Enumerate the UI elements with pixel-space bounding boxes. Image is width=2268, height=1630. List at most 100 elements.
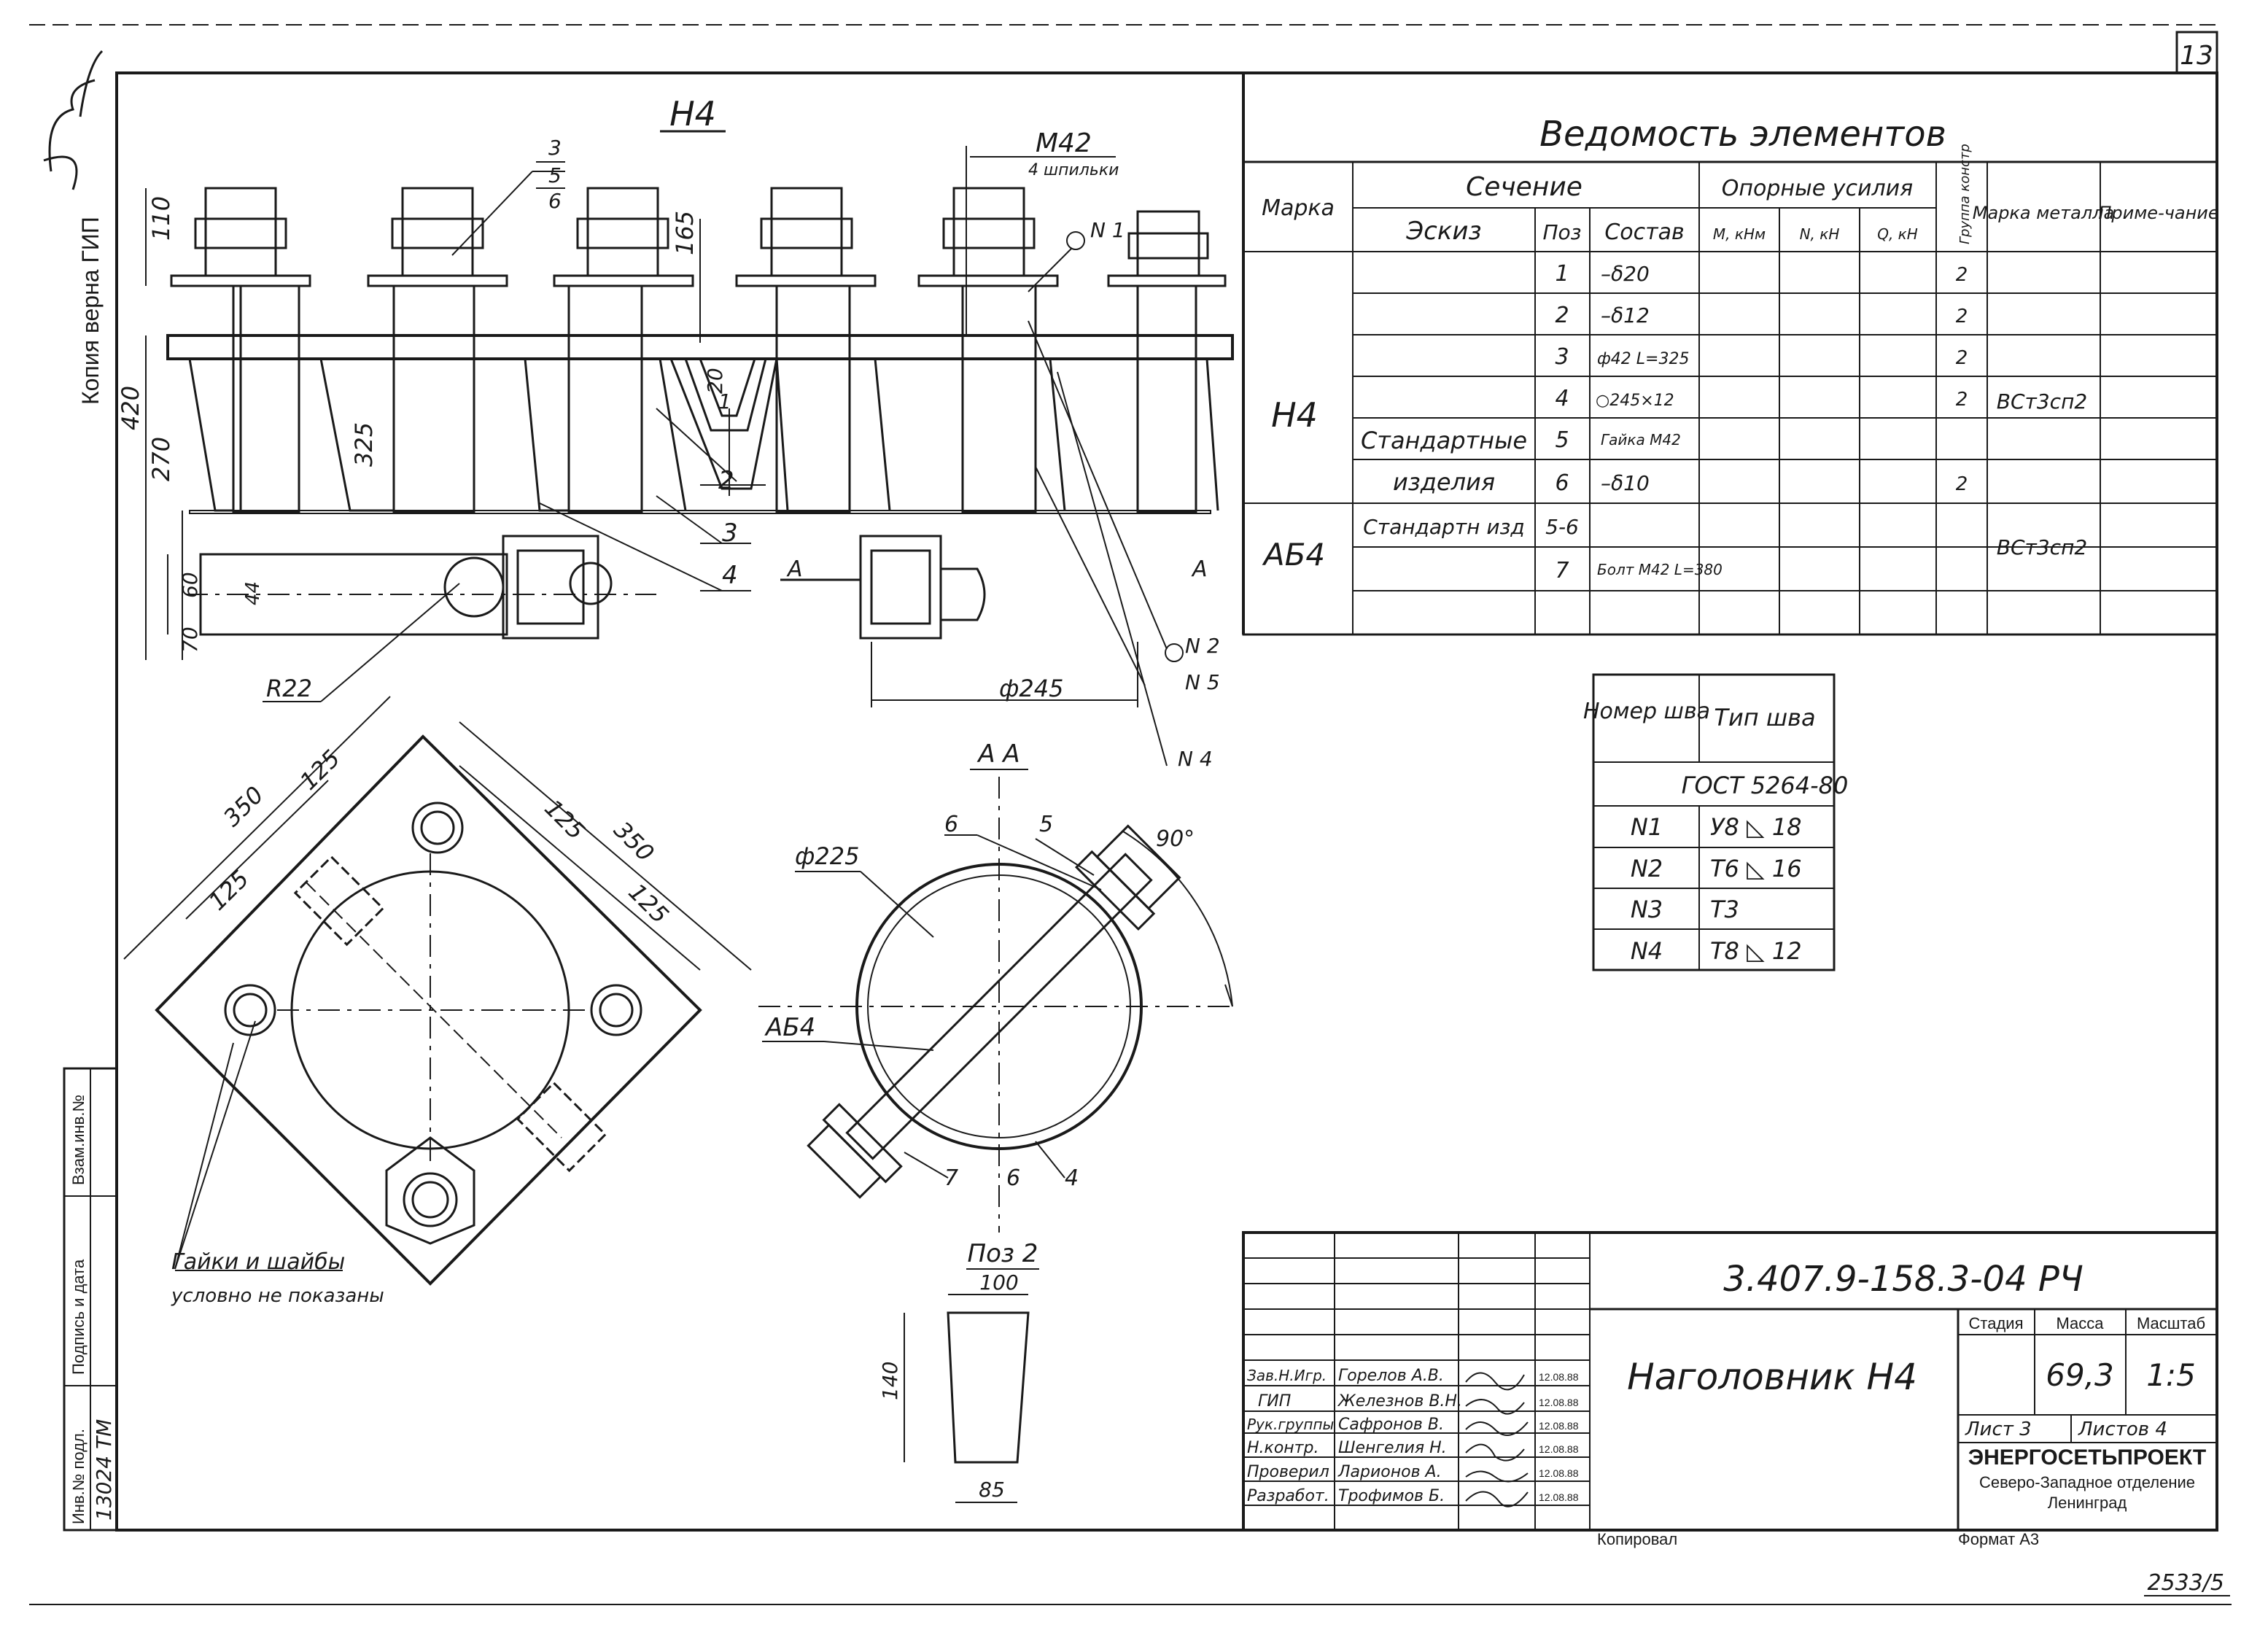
plan-dim-125-a: 125 xyxy=(295,745,346,796)
weld-mark-n5: N 5 xyxy=(1185,670,1220,694)
plan-dim-350-right: 350 xyxy=(608,816,659,867)
table-row: 1 –δ20 2 xyxy=(1555,261,1968,287)
cell-comp: Гайка М42 xyxy=(1601,431,1681,449)
drawing-name: Наголовник Н4 xyxy=(1627,1356,1917,1398)
signer-name: Железнов В.Н. xyxy=(1337,1392,1462,1410)
cell-pos: 6 xyxy=(1555,470,1569,496)
cell-group: 2 xyxy=(1956,306,1968,327)
signer-role: ГИП xyxy=(1258,1392,1291,1410)
radius-r22: R22 xyxy=(266,675,312,702)
scale-value: 1:5 xyxy=(2146,1357,2196,1393)
signer-row: Зав.Н.Игр. Горелов А.В. 12.08.88 xyxy=(1247,1367,1579,1385)
signer-date: 12.08.88 xyxy=(1539,1420,1579,1432)
callout-2: 2 xyxy=(718,466,734,495)
dim-20: 20 xyxy=(703,368,727,394)
callout-6-top: 6 xyxy=(548,189,562,213)
signer-date: 12.08.88 xyxy=(1539,1371,1579,1383)
cell-group: 2 xyxy=(1956,389,1968,411)
copy-note: Копия верна ГИП xyxy=(77,217,104,405)
inv-number: 13024 ТМ xyxy=(92,1419,116,1521)
frame: 13 2533/5 Копия верна ГИП xyxy=(29,24,2232,1605)
signer-role: Зав.Н.Игр. xyxy=(1247,1367,1327,1384)
copied-label: Копировал xyxy=(1597,1530,1677,1548)
callout-4: 4 xyxy=(722,561,738,590)
callout-3-top: 3 xyxy=(548,136,562,160)
signer-row: Рук.группы Сафронов В. 12.08.88 xyxy=(1247,1416,1579,1434)
callout-1: 1 xyxy=(718,389,731,414)
weld-table: Номер шва Тип шва ГОСТ 5264-80 N1 У8 ◺ 1… xyxy=(1583,673,1849,971)
section-mark-right: А xyxy=(1191,556,1208,582)
dim-270: 270 xyxy=(147,437,175,481)
th-sketch: Эскиз xyxy=(1405,217,1481,246)
cell-group: 2 xyxy=(1956,264,1968,286)
cell-group: 2 xyxy=(1956,473,1968,495)
callout-3: 3 xyxy=(722,519,738,548)
section-aa: А А 90° ф225 АБ4 6 5 7 6 4 xyxy=(758,740,1233,1233)
cell-pos: 1 xyxy=(1555,261,1569,287)
signer-name: Ларионов А. xyxy=(1337,1463,1442,1481)
plan-note-line2: условно не показаны xyxy=(171,1285,384,1307)
signer-row: ГИП Железнов В.Н. 12.08.88 xyxy=(1258,1392,1579,1410)
cell-comp: –δ20 xyxy=(1601,262,1650,286)
dim-110: 110 xyxy=(147,196,175,241)
weld-row-num: N1 xyxy=(1631,813,1663,841)
weld-standard: ГОСТ 5264-80 xyxy=(1682,772,1849,799)
th-q: Q, кН xyxy=(1877,225,1918,243)
signer-date: 12.08.88 xyxy=(1539,1443,1579,1455)
table-row: 2 –δ12 2 xyxy=(1555,303,1968,328)
part-title: Поз 2 xyxy=(968,1239,1038,1268)
cell-sketch: изделия xyxy=(1393,468,1495,496)
part-poz2: Поз 2 100 140 85 xyxy=(878,1239,1039,1503)
org-name: ЭНЕРГОСЕТЬПРОЕКТ xyxy=(1968,1445,2206,1470)
cell-mark: Н4 xyxy=(1271,395,1318,435)
dim-70: 70 xyxy=(178,626,202,653)
th-forces: Опорные усилия xyxy=(1722,176,1913,201)
plan-dim-125-c: 125 xyxy=(539,794,590,845)
org-sub2: Ленинград xyxy=(2048,1494,2127,1512)
mass-label: Масса xyxy=(2056,1314,2104,1332)
cell-metal: ВСт3сп2 xyxy=(1997,389,2087,414)
section-callout-6-top: 6 xyxy=(944,812,958,837)
signer-name: Сафронов В. xyxy=(1338,1416,1444,1434)
cell-group: 2 xyxy=(1956,347,1968,369)
weld-mark-n2: N 2 xyxy=(1185,634,1220,658)
table-row: Стандартн изд 5-6 xyxy=(1363,515,1579,539)
cell-comp: ф42 L=325 xyxy=(1597,350,1689,368)
weld-row-type: Т8 ◺ 12 xyxy=(1710,937,1802,965)
signer-date: 12.08.88 xyxy=(1539,1397,1579,1408)
bolt-count: 4 шпильки xyxy=(1028,161,1119,179)
margin-label-sign: Подпись и дата xyxy=(69,1259,88,1375)
dim-44: 44 xyxy=(242,581,264,605)
weld-row-num: N2 xyxy=(1631,855,1663,882)
plan-view: 350 125 125 125 350 125 Гайки и шайбы ус… xyxy=(123,696,752,1307)
table-row: Н4 4 ○245×12 2 ВСт3сп2 xyxy=(1271,386,2087,435)
th-mark: Марка xyxy=(1262,195,1335,221)
org-sub1: Северо-Западное отделение xyxy=(1979,1473,2195,1491)
cell-pos: 4 xyxy=(1555,386,1569,411)
weld-row-type: Т3 xyxy=(1710,896,1739,923)
signer-row: Разработ. Трофимов Б. 12.08.88 xyxy=(1247,1487,1579,1505)
front-view: Н4 xyxy=(117,94,1234,771)
elements-table-title: Ведомость элементов xyxy=(1539,114,1946,155)
signature-mark xyxy=(43,50,104,190)
cell-comp: –δ10 xyxy=(1601,471,1650,495)
cell-pos: 5 xyxy=(1555,427,1569,453)
signer-date: 12.08.88 xyxy=(1539,1491,1579,1503)
page-number: 13 xyxy=(2180,41,2213,71)
cell-pos: 2 xyxy=(1555,303,1569,328)
weld-row-type: Т6 ◺ 16 xyxy=(1710,855,1802,882)
part-dim-height: 140 xyxy=(878,1362,902,1400)
bolt-spec: М42 xyxy=(1036,128,1092,158)
table-row: АБ4 7 Болт М42 L=380 ВСт3сп2 xyxy=(1262,535,2087,583)
margin-strip: Взам.инв.№ Подпись и дата Инв.№ подл. 13… xyxy=(63,1067,118,1532)
signer-row: Проверил Ларионов А. 12.08.88 xyxy=(1247,1463,1579,1481)
margin-label-replace: Взам.инв.№ xyxy=(69,1095,88,1185)
weld-th-num: Номер шва xyxy=(1583,699,1710,724)
signer-row: Н.контр. Шенгелия Н. 12.08.88 xyxy=(1247,1439,1579,1457)
sheets-label: Листов 4 xyxy=(2078,1419,2167,1440)
cell-comp: ○245×12 xyxy=(1596,392,1674,410)
sheet-ref: 2533/5 xyxy=(2147,1570,2224,1596)
dim-420: 420 xyxy=(117,386,144,430)
weld-mark-n4: N 4 xyxy=(1178,747,1213,771)
